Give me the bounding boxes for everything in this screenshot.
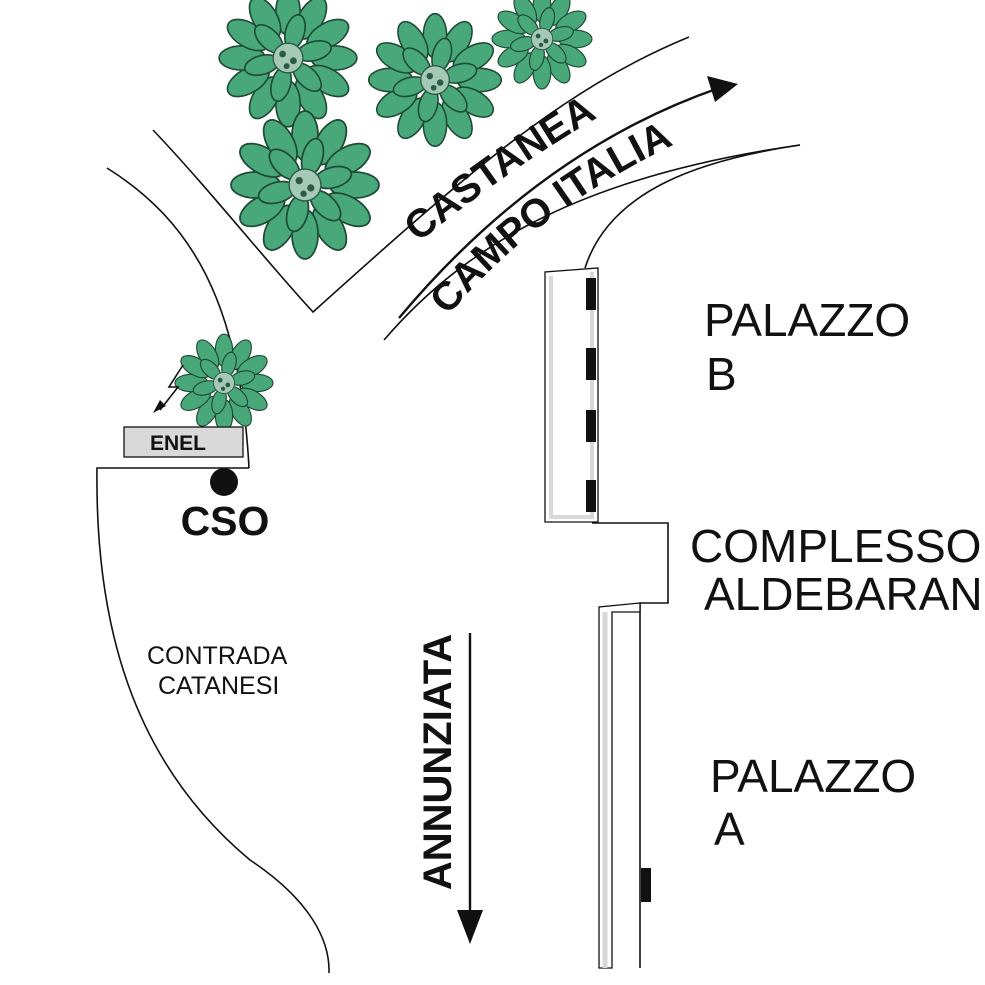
palazzo-b-line-1: PALAZZO	[704, 294, 910, 346]
tree-icon	[491, 0, 593, 90]
tree-icon	[174, 333, 274, 433]
tree-icon	[367, 12, 503, 148]
building-entrances	[586, 278, 651, 902]
location-dot-icon	[210, 468, 238, 496]
palazzo-b-line-2: B	[706, 348, 737, 400]
enel-label: ENEL	[150, 432, 206, 455]
lightning-icon	[153, 364, 184, 413]
sidewalk-north	[544, 267, 599, 523]
tree-icon	[218, 0, 358, 128]
sidewalk-south	[598, 602, 641, 969]
building-palazzo-a: PALAZZO A	[710, 750, 916, 855]
enel-box: ENEL	[123, 426, 244, 458]
district-contrada-catanesi: CONTRADA CATANESI	[147, 642, 288, 700]
district-line-2: CATANESI	[158, 672, 279, 700]
cso-label: CSO	[181, 498, 270, 544]
building-complesso-aldebaran: COMPLESSO ALDEBARAN	[690, 520, 983, 620]
complesso-line-1: COMPLESSO	[690, 520, 981, 572]
palazzo-a-line-2: A	[714, 803, 745, 855]
street-annunziata: ANNUNZIATA	[416, 634, 460, 890]
building-palazzo-b: PALAZZO B	[704, 294, 910, 400]
road-outlines	[96, 36, 801, 974]
tree-icon	[230, 110, 380, 260]
district-line-1: CONTRADA	[147, 642, 288, 670]
complesso-line-2: ALDEBARAN	[704, 568, 983, 620]
direction-arrow-icon	[398, 76, 738, 319]
direction-arrow-icon	[457, 633, 483, 944]
palazzo-a-line-1: PALAZZO	[710, 750, 916, 802]
